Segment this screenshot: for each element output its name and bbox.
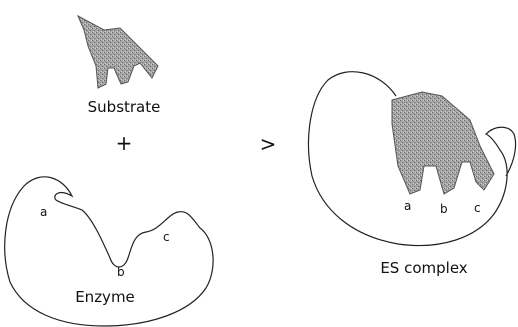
substrate-shape xyxy=(78,16,158,88)
enzyme-site-b-label: b xyxy=(117,265,125,279)
es-complex-label: ES complex xyxy=(380,259,467,277)
es-site-a-label: a xyxy=(404,199,411,213)
plus-sign: + xyxy=(116,131,133,155)
es-site-c-label: c xyxy=(474,201,481,215)
enzyme-site-c-label: c xyxy=(163,230,170,244)
enzyme-site-a-label: a xyxy=(40,205,47,219)
substrate-label: Substrate xyxy=(88,98,161,116)
enzyme-label: Enzyme xyxy=(75,288,135,306)
es-substrate-shape xyxy=(392,92,494,194)
es-site-b-label: b xyxy=(440,202,448,216)
reaction-arrow: > xyxy=(260,132,277,156)
